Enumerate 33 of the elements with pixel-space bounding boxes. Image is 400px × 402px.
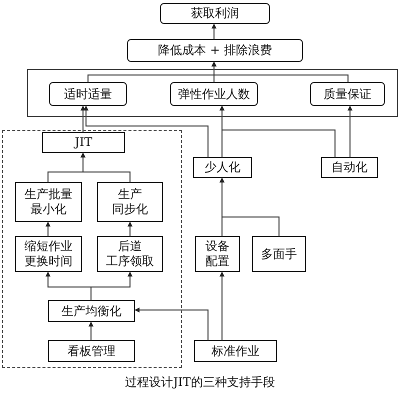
process-box: 少人化	[193, 157, 252, 178]
arrow	[80, 106, 86, 132]
arrow	[88, 322, 94, 340]
process-box: 自动化	[321, 157, 378, 178]
arrow	[212, 24, 216, 40]
goal-box: 降低成本 + 排除浪费	[127, 39, 303, 62]
arrow	[220, 106, 336, 158]
arrow	[220, 272, 224, 340]
result-box: 弹性作业人数	[170, 82, 258, 106]
process-box: 生产均衡化	[48, 300, 135, 322]
arrow	[46, 222, 50, 236]
arrow	[128, 222, 132, 236]
process-box: 生产批量最小化	[15, 182, 82, 222]
jit-group-frame	[2, 130, 182, 368]
process-box: 设备配置	[195, 236, 240, 272]
result-box: 质量保证	[310, 82, 385, 106]
process-box: JIT	[42, 132, 125, 153]
reward-box: 获取利润	[160, 3, 270, 24]
result-box: 适时适量	[49, 82, 127, 106]
process-box: 缩短作业更换时间	[15, 236, 82, 272]
result-panel	[27, 69, 398, 117]
arrow	[348, 106, 352, 158]
process-box: 标准作业	[194, 340, 277, 362]
process-box: 多面手	[252, 236, 306, 272]
arrow	[84, 106, 208, 158]
arrow	[80, 152, 130, 182]
arrow	[134, 308, 208, 340]
arrow	[220, 178, 280, 236]
process-box: 后道工序领取	[97, 236, 163, 272]
process-box: 看板管理	[48, 340, 135, 362]
arrow	[212, 62, 348, 82]
process-box: 生产同步化	[97, 182, 163, 222]
caption: 过程设计JIT的三种支持手段	[124, 374, 276, 391]
